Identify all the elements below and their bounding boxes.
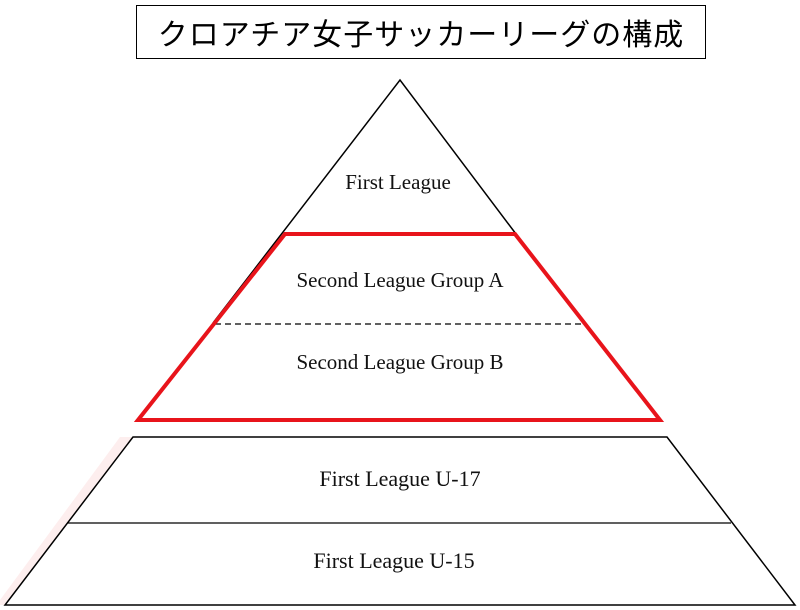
diagram-title: クロアチア女子サッカーリーグの構成: [136, 5, 706, 59]
tier-second-league-group-a: Second League Group A: [296, 268, 504, 292]
pink-shadow: [0, 437, 133, 605]
top-triangle-outline: [212, 78, 517, 324]
tier-first-league: First League: [345, 170, 451, 194]
tier-second-league-group-b: Second League Group B: [296, 350, 504, 374]
second-league-highlight: [133, 232, 665, 422]
youth-trapezoid: [3, 436, 797, 606]
tier-first-league-u15: First League U-15: [313, 548, 475, 573]
tier-first-league-u17: First League U-17: [319, 466, 481, 491]
